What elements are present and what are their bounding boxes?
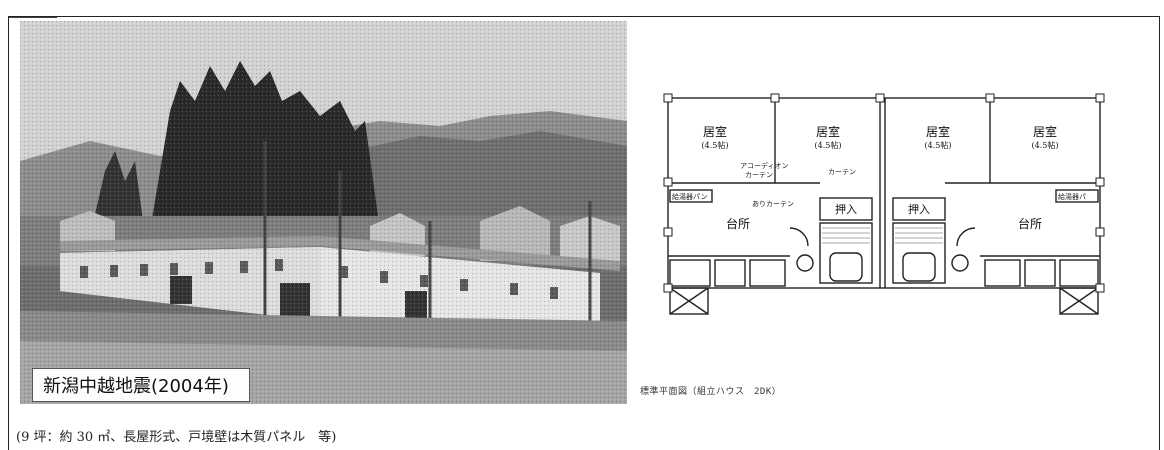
water-heater-left: 給湯器パン: [672, 192, 707, 201]
photo-illustration: [20, 21, 627, 404]
curtain-note-3: ありカーテン: [752, 200, 794, 208]
floor-plan-drawing: 居室 (4.5帖) 居室 (4.5帖) 居室 (4.5帖) 居室 (4.5帖) …: [663, 93, 1105, 315]
kitchen-left: 台所: [726, 216, 750, 231]
room-3-size: (4.5帖): [925, 140, 952, 150]
photo-caption: 新潟中越地震(2004年): [32, 368, 250, 402]
temporary-housing-photo: 新潟中越地震(2004年): [20, 21, 627, 404]
accordion-curtain-note: アコーディオン: [740, 161, 789, 170]
page-frame: [8, 16, 1160, 450]
room-4-name: 居室: [1033, 124, 1057, 139]
floor-plan-caption: 標準平面図（組立ハウス 2DK）: [640, 387, 782, 397]
room-2-name: 居室: [816, 124, 840, 139]
room-4-size: (4.5帖): [1032, 140, 1059, 150]
water-heater-right: 給湯器パ: [1058, 192, 1086, 201]
closet-left: 押入: [835, 202, 857, 216]
housing-spec-note: (9 坪：約 30 ㎡、長屋形式、戸境壁は木質パネル 等): [16, 430, 337, 445]
room-2-size: (4.5帖): [815, 140, 842, 150]
closet-right: 押入: [908, 202, 930, 216]
curtain-note-2: カーテン: [828, 168, 856, 176]
floor-plan: 居室 (4.5帖) 居室 (4.5帖) 居室 (4.5帖) 居室 (4.5帖) …: [660, 88, 1110, 328]
room-1-size: (4.5帖): [702, 140, 729, 150]
curtain-note-1: カーテン: [745, 171, 773, 179]
top-rule: [9, 17, 57, 18]
room-1-name: 居室: [703, 124, 727, 139]
kitchen-right: 台所: [1018, 216, 1042, 231]
room-3-name: 居室: [926, 124, 950, 139]
